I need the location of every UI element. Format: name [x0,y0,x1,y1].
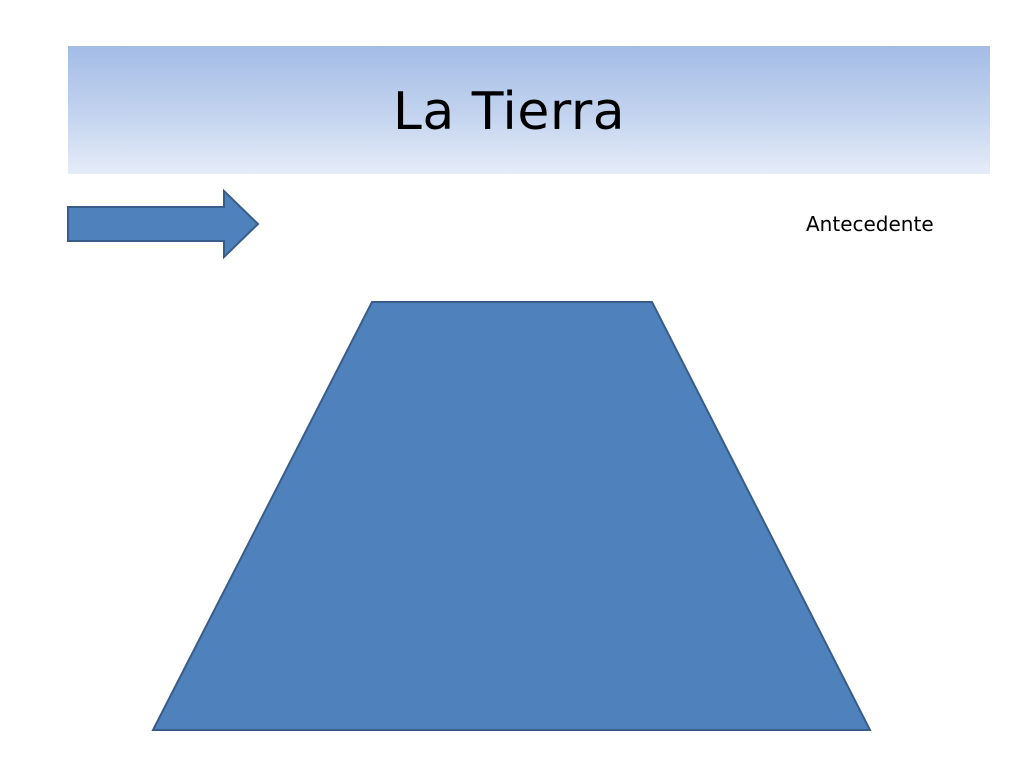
antecedente-label: Antecedente [806,212,934,236]
trapezoid-polygon [151,301,872,731]
title-banner: La Tierra [68,46,990,174]
slide-title: La Tierra [392,82,626,142]
right-arrow-icon [67,188,260,260]
arrow-shape [67,188,260,260]
trapezoid-shape [151,301,872,731]
